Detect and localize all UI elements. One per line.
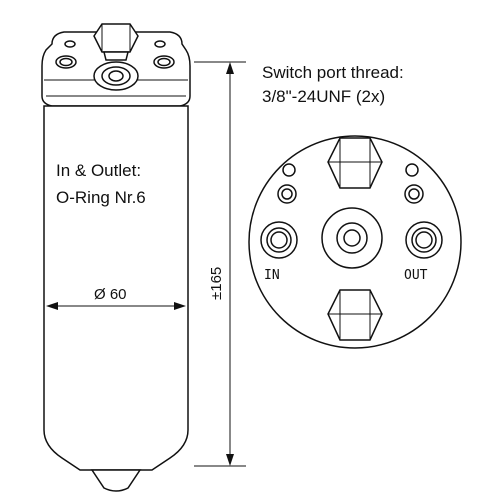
cap-right-port (153, 55, 175, 69)
inlet-port-label: IN (264, 268, 280, 283)
drier-bottom-tip (90, 469, 142, 492)
switch-port-right-small (405, 163, 419, 177)
switch-port-label-line1: Switch port thread: (262, 63, 404, 82)
top-view-lower-hex (327, 289, 383, 341)
drier-top-view (248, 135, 462, 349)
inlet-port (260, 221, 298, 259)
switch-port-left-small (282, 163, 296, 177)
cap-left-port (55, 55, 77, 69)
cap-center-fitting (93, 61, 139, 91)
switch-port-right (404, 184, 424, 204)
diameter-label: Ø 60 (94, 286, 127, 303)
inlet-outlet-label-line2: O-Ring Nr.6 (56, 188, 146, 207)
top-hex-fitting (93, 23, 139, 61)
diameter-dimension (46, 302, 186, 310)
height-label: ±165 (208, 267, 225, 300)
drier-side-view (41, 23, 191, 492)
drier-body (43, 105, 189, 471)
outlet-port-label: OUT (404, 268, 428, 283)
top-view-upper-hex (327, 137, 383, 189)
switch-port-left (277, 184, 297, 204)
cap-left-small-port (64, 40, 76, 48)
inlet-outlet-label-line1: In & Outlet: (56, 161, 141, 180)
height-dimension (194, 61, 246, 467)
top-view-center-fitting (321, 207, 383, 269)
switch-port-label-line2: 3/8"-24UNF (2x) (262, 87, 385, 106)
cap-right-small-port (154, 40, 166, 48)
outlet-port (405, 221, 443, 259)
